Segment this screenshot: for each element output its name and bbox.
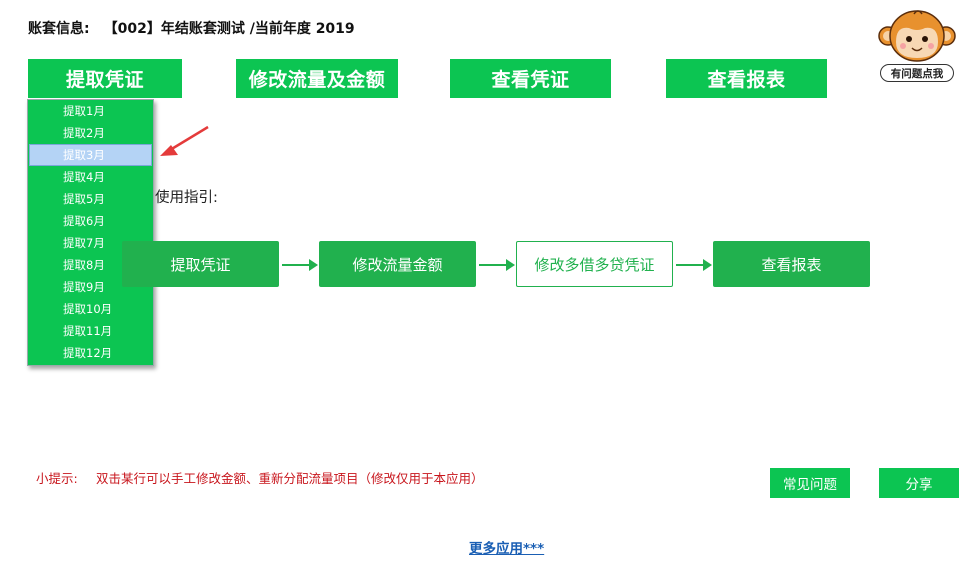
pointer-arrow-icon: [160, 125, 209, 156]
monkey-mascot-icon[interactable]: [876, 6, 958, 88]
guide-label: 使用指引:: [155, 190, 218, 206]
arrow-right-icon: [676, 259, 712, 271]
tab-extract-voucher[interactable]: 提取凭证: [28, 59, 182, 98]
account-label: 账套信息:: [28, 21, 90, 37]
tab-view-voucher[interactable]: 查看凭证: [450, 59, 611, 98]
dropdown-item-month-12[interactable]: 提取12月: [63, 346, 113, 360]
flow-step-modify-multi-voucher[interactable]: 修改多借多贷凭证: [516, 241, 673, 287]
month-dropdown[interactable]: 提取1月 提取2月 提取3月 提取4月 提取5月 提取6月 提取7月 提取8月 …: [27, 99, 154, 366]
dropdown-item-month-4[interactable]: 提取4月: [63, 170, 105, 184]
tip-label: 小提示:: [36, 471, 78, 486]
account-name: 【002】年结账套测试 /当前年度 2019: [103, 21, 355, 37]
dropdown-item-month-11[interactable]: 提取11月: [63, 324, 113, 338]
help-button[interactable]: 有问题点我: [880, 64, 954, 82]
flow-step-modify-flow-amount[interactable]: 修改流量金额: [319, 241, 476, 287]
dropdown-item-month-6[interactable]: 提取6月: [63, 214, 105, 228]
flow-step-extract-voucher[interactable]: 提取凭证: [122, 241, 279, 287]
more-apps-link[interactable]: 更多应用***: [469, 541, 545, 557]
dropdown-item-month-5[interactable]: 提取5月: [63, 192, 105, 206]
tab-modify-flow-amount[interactable]: 修改流量及金额: [236, 59, 398, 98]
faq-button[interactable]: 常见问题: [770, 468, 850, 498]
dropdown-item-month-3[interactable]: 提取3月: [29, 144, 152, 166]
tip-text: 双击某行可以手工修改金额、重新分配流量项目（修改仅用于本应用）: [96, 471, 484, 486]
account-info: 账套信息: 【002】年结账套测试 /当前年度 2019: [28, 18, 355, 38]
arrow-right-icon: [282, 259, 318, 271]
dropdown-item-month-9[interactable]: 提取9月: [63, 280, 105, 294]
share-button[interactable]: 分享: [879, 468, 959, 498]
dropdown-item-month-10[interactable]: 提取10月: [63, 302, 113, 316]
dropdown-item-month-1[interactable]: 提取1月: [63, 104, 105, 118]
arrow-right-icon: [479, 259, 515, 271]
flow-step-view-report[interactable]: 查看报表: [713, 241, 870, 287]
dropdown-item-month-8[interactable]: 提取8月: [63, 258, 105, 272]
tab-view-report[interactable]: 查看报表: [666, 59, 827, 98]
dropdown-item-month-7[interactable]: 提取7月: [63, 236, 105, 250]
dropdown-item-month-2[interactable]: 提取2月: [63, 126, 105, 140]
